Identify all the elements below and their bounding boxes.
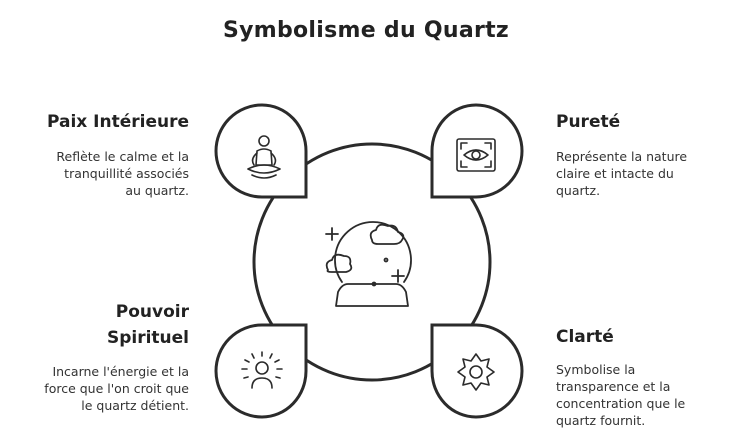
petal-clarte bbox=[430, 323, 524, 419]
sun-gear-icon bbox=[457, 353, 495, 391]
desc-purete-line-2: claire et intacte du bbox=[556, 166, 674, 181]
radiant-person-icon bbox=[241, 351, 283, 389]
eye-frame-icon bbox=[456, 138, 496, 172]
desc-clarte-line-3: concentration que le bbox=[556, 396, 686, 411]
heading-paix: Paix Intérieure bbox=[46, 112, 189, 132]
desc-clarte: Symbolise la transparence et la concentr… bbox=[556, 361, 726, 429]
petal-paix bbox=[214, 103, 308, 199]
desc-purete-line-3: quartz. bbox=[556, 183, 601, 198]
desc-clarte-line-4: quartz fournit. bbox=[556, 413, 646, 428]
heading-clarte: Clarté bbox=[556, 327, 614, 347]
desc-paix-line-3: au quartz. bbox=[125, 183, 189, 198]
page-title: Symbolisme du Quartz bbox=[222, 18, 510, 43]
petal-pouvoir bbox=[214, 323, 308, 419]
heading-pouvoir-line-1: Pouvoir bbox=[115, 302, 189, 322]
heading-purete: Pureté bbox=[556, 112, 621, 132]
desc-clarte-line-1: Symbolise la bbox=[556, 362, 636, 377]
desc-pouvoir-line-3: le quartz détient. bbox=[81, 398, 189, 413]
meditation-icon bbox=[247, 135, 281, 179]
desc-pouvoir: Incarne l'énergie et la force que l'on c… bbox=[0, 363, 189, 414]
crystal-ball-icon bbox=[325, 221, 412, 307]
desc-clarte-line-2: transparence et la bbox=[556, 379, 671, 394]
desc-pouvoir-line-2: force que l'on croit que bbox=[44, 381, 189, 396]
desc-paix: Reflète le calme et la tranquillité asso… bbox=[0, 148, 189, 199]
desc-paix-line-1: Reflète le calme et la bbox=[56, 149, 189, 164]
desc-pouvoir-line-1: Incarne l'énergie et la bbox=[52, 364, 189, 379]
center-circle bbox=[252, 142, 492, 382]
heading-pouvoir: Pouvoir Spirituel bbox=[107, 299, 189, 351]
desc-purete: Représente la nature claire et intacte d… bbox=[556, 148, 726, 199]
desc-paix-line-2: tranquillité associés bbox=[64, 166, 189, 181]
desc-purete-line-1: Représente la nature bbox=[556, 149, 688, 164]
heading-pouvoir-line-2: Spirituel bbox=[106, 328, 189, 348]
